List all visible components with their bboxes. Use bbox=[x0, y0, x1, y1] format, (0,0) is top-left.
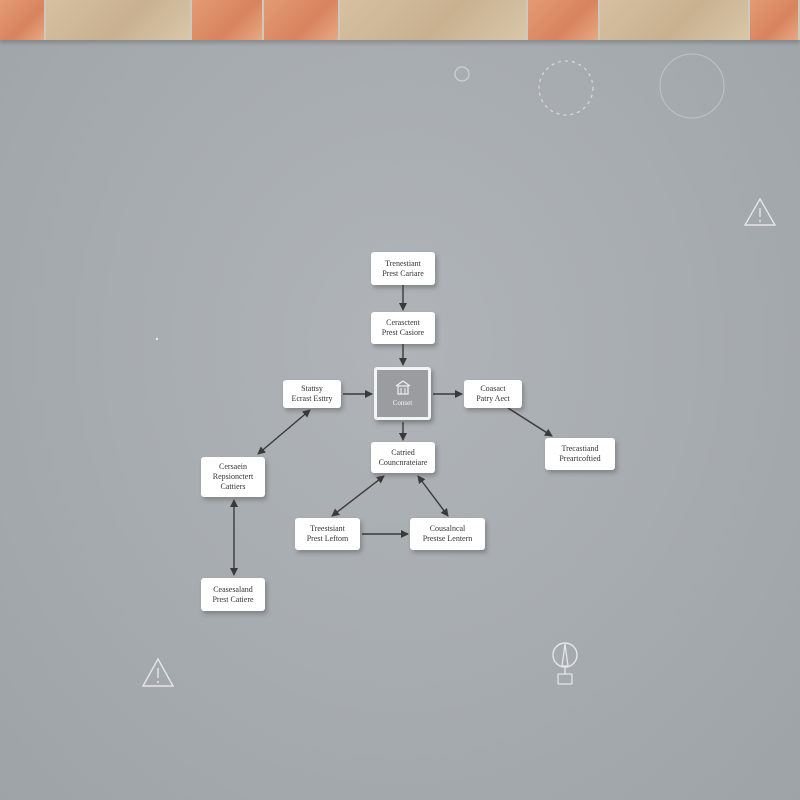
dashed-circle-icon bbox=[538, 60, 594, 116]
node-label: Cersaein Repsionctert Cattiers bbox=[212, 462, 254, 491]
tile bbox=[264, 0, 340, 40]
node-upper[interactable]: Cerasctent Prest Casiore bbox=[371, 312, 435, 344]
node-label: Ceasesaland Prest Catiere bbox=[212, 584, 254, 604]
node-label: Trecastiand Preartcoftied bbox=[559, 444, 601, 463]
node-label: Cerasctent Prest Casiore bbox=[381, 318, 425, 337]
node-label: Catried Councnrateiare bbox=[378, 447, 428, 467]
node-label: Treestsiant Prest Leftom bbox=[306, 524, 349, 543]
tile bbox=[46, 0, 192, 40]
edge-mid-bottomright bbox=[417, 475, 449, 517]
tile bbox=[750, 0, 800, 40]
node-label: Stattsy Ecrast Esttry bbox=[291, 384, 333, 403]
node-far-left[interactable]: Cersaein Repsionctert Cattiers bbox=[201, 457, 265, 497]
tile bbox=[0, 0, 46, 40]
node-lowest[interactable]: Ceasesaland Prest Catiere bbox=[201, 578, 265, 611]
node-top[interactable]: Trenestiant Prest Cariare bbox=[371, 252, 435, 285]
tile bbox=[600, 0, 750, 40]
edge-right-farright bbox=[507, 407, 553, 437]
node-center[interactable]: Conset bbox=[374, 367, 431, 420]
node-label: Coasact Patry Aect bbox=[476, 384, 510, 403]
node-label: Trenestiant Prest Cariare bbox=[382, 258, 424, 278]
thin-circle-icon bbox=[659, 53, 725, 119]
node-right[interactable]: Coasact Patry Aect bbox=[464, 380, 522, 408]
warning-triangle-icon bbox=[743, 197, 777, 226]
edge-mid-bottomleft bbox=[331, 475, 385, 517]
pin-icon bbox=[552, 642, 578, 685]
node-bottom-left[interactable]: Treestsiant Prest Leftom bbox=[295, 518, 360, 550]
node-label: Cousalncal Prestse Lentern bbox=[422, 524, 473, 543]
node-mid[interactable]: Catried Councnrateiare bbox=[371, 442, 435, 473]
warning-triangle-icon bbox=[141, 657, 175, 687]
wall-background bbox=[0, 40, 800, 800]
building-icon bbox=[395, 380, 410, 395]
dot-icon bbox=[155, 337, 159, 341]
node-bottom-right[interactable]: Cousalncal Prestse Lentern bbox=[410, 518, 485, 550]
center-label: Conset bbox=[392, 399, 413, 407]
tile-strip bbox=[0, 0, 800, 40]
node-far-right[interactable]: Trecastiand Preartcoftied bbox=[545, 438, 615, 470]
small-circle-icon bbox=[454, 66, 470, 82]
tile bbox=[192, 0, 264, 40]
edge-farleft-left bbox=[257, 409, 311, 455]
node-left[interactable]: Stattsy Ecrast Esttry bbox=[283, 380, 341, 408]
tile bbox=[340, 0, 528, 40]
tile bbox=[528, 0, 600, 40]
